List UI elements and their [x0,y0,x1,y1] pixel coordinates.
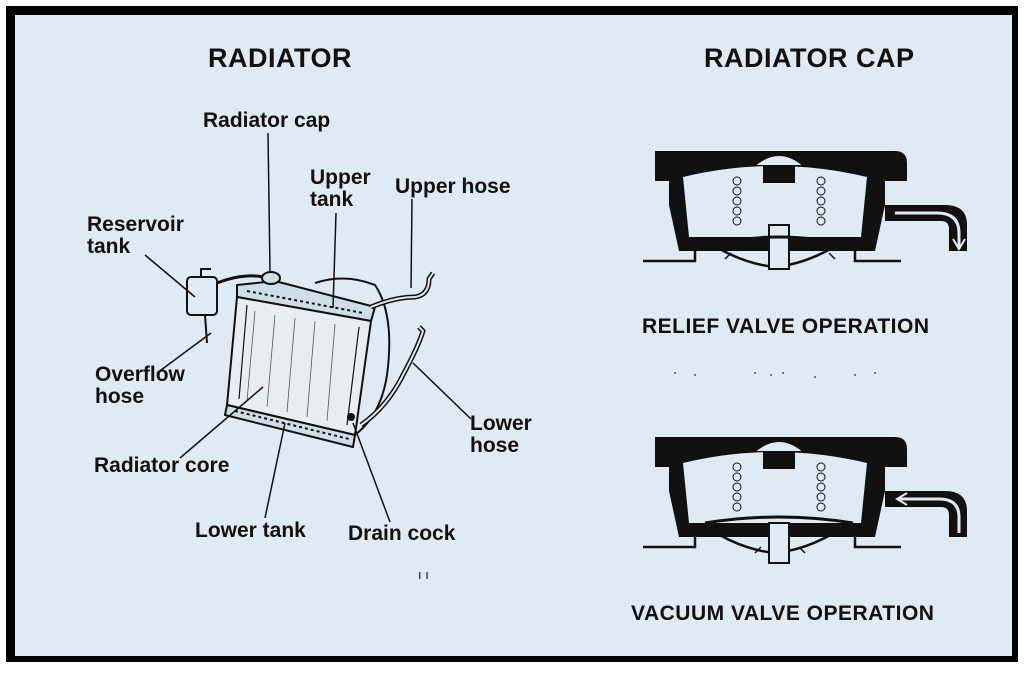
diagram-artwork [144,132,967,564]
label-lower-tank: Lower tank [195,519,306,542]
label-upper-tank: Upper tank [310,166,371,211]
relief-valve-illustration [643,151,967,270]
diagram-panel: RADIATOR Radiator cap Upper tank Upper h… [15,15,1012,656]
vacuum-valve-illustration [643,437,967,564]
page-mark: ı ı [418,567,429,582]
label-drain-cock: Drain cock [348,522,456,545]
label-radiator-core: Radiator core [94,454,230,477]
radiator-title: RADIATOR [208,43,352,73]
label-lower-hose: Lower hose [470,412,532,457]
label-radiator-cap: Radiator cap [203,109,331,132]
vacuum-caption: VACUUM VALVE OPERATION [631,602,935,625]
relief-caption: RELIEF VALVE OPERATION [642,315,930,338]
label-reservoir-tank: Reservoir tank [87,213,184,258]
radiator-cap-title: RADIATOR CAP [704,43,915,73]
leader-lines [144,132,472,523]
divider-dots [674,372,876,378]
label-upper-hose: Upper hose [395,175,511,198]
image-frame: RADIATOR Radiator cap Upper tank Upper h… [6,6,1018,662]
radiator-illustration [186,268,436,449]
